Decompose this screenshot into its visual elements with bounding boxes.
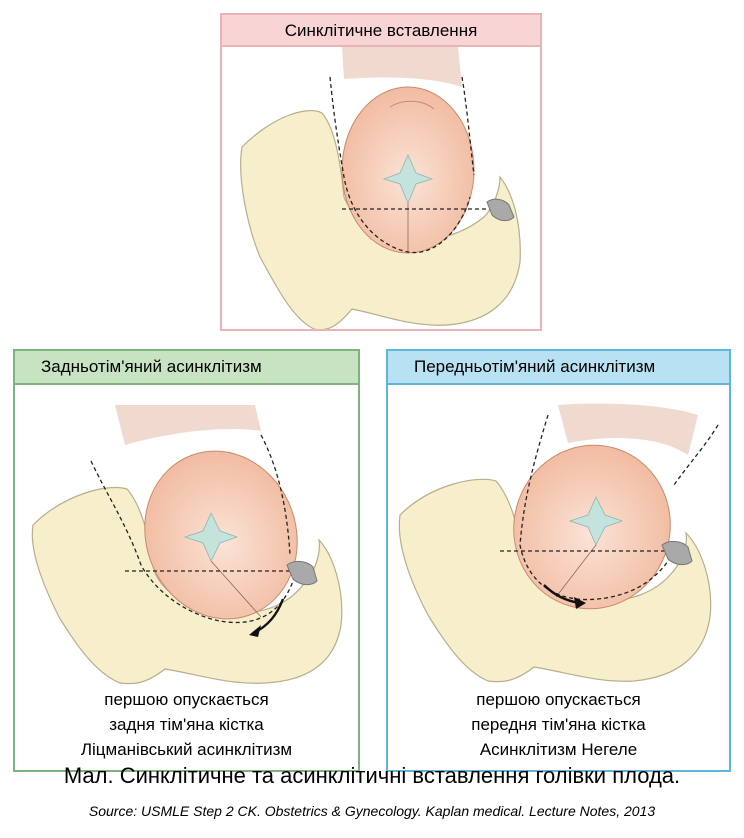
pubic-symphysis	[661, 540, 693, 566]
figure-caption: Мал. Синклітичне та асинклітичні вставле…	[63, 763, 681, 788]
caption-line: Ліцманівський асинклітизм	[80, 740, 293, 759]
source-citation: Source: USMLE Step 2 CK. Obstetrics & Gy…	[88, 803, 656, 819]
pubic-symphysis	[486, 198, 515, 222]
caption-line: першою опускається	[476, 690, 641, 709]
anterior-asynclitism-illustration	[398, 403, 719, 683]
fetal-neck	[558, 403, 698, 455]
anterior-asynclitism-title: Передньотім'яний асинклітизм	[388, 351, 729, 385]
pelvic-inlet-dashed	[329, 76, 471, 254]
caption-line: першою опускається	[104, 690, 269, 709]
posterior-asynclitism-panel: Задньотім'яний асинклітизм першою опуска…	[13, 349, 360, 772]
posterior-asynclitism-illustration	[31, 405, 343, 685]
caption-line: передня тім'яна кістка	[471, 715, 646, 734]
caption-line: задня тім'яна кістка	[109, 715, 264, 734]
posterior-asynclitism-title: Задньотім'яний асинклітизм	[15, 351, 358, 385]
fetal-neck	[342, 47, 462, 87]
posterior-asynclitism-caption: першою опускається задня тім'яна кістка …	[15, 687, 358, 762]
pubic-symphysis	[286, 560, 318, 586]
pelvic-inlet-dashed	[90, 460, 296, 624]
synclitic-panel-title: Синклітичне вставлення	[222, 15, 540, 47]
caption-line: Асинклітизм Негеле	[479, 740, 638, 759]
pelvic-inlet-dashed	[519, 414, 673, 601]
synclitic-illustration	[240, 47, 521, 329]
synclitic-panel: Синклітичне вставлення	[220, 13, 542, 331]
anterior-asynclitism-caption: першою опускається передня тім'яна кістк…	[388, 687, 729, 762]
fetal-neck	[115, 405, 261, 445]
anterior-asynclitism-panel: Передньотім'яний асинклітизм першою опус…	[386, 349, 731, 772]
